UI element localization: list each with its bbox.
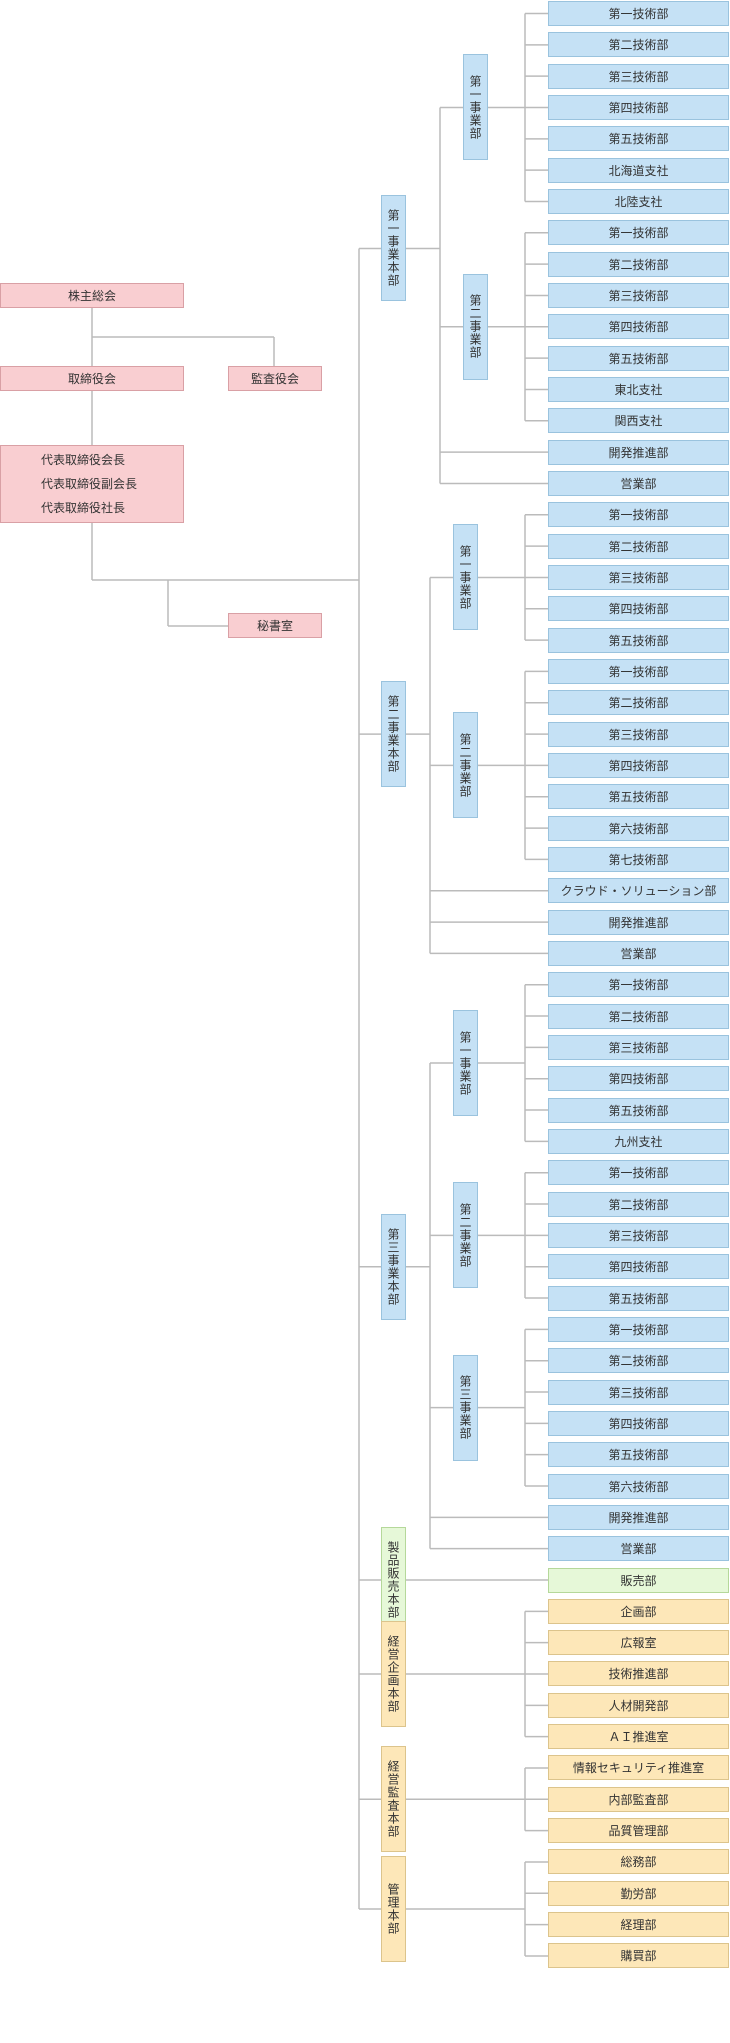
- unit-box: 第五技術部: [548, 1097, 729, 1123]
- unit-box: 開発推進部: [548, 909, 729, 935]
- headquarters-box: 第三事業本部: [381, 1213, 406, 1320]
- unit-box: 第三技術部: [548, 1379, 729, 1405]
- unit-box: 第六技術部: [548, 1473, 729, 1499]
- headquarters-box: 製品販売本部: [381, 1527, 406, 1633]
- unit-box: 第三技術部: [548, 1034, 729, 1060]
- unit-box: 第三技術部: [548, 1222, 729, 1248]
- unit-box: 第五技術部: [548, 784, 729, 810]
- headquarters-box: 経営監査本部: [381, 1746, 406, 1853]
- representatives-box: 代表取締役会長 代表取締役副会長 代表取締役社長: [0, 445, 184, 523]
- unit-box: 第四技術部: [548, 596, 729, 622]
- unit-box: 第一技術部: [548, 502, 729, 528]
- unit-box: 開発推進部: [548, 439, 729, 465]
- unit-box: 広報室: [548, 1630, 729, 1656]
- division-box: 第三事業部: [453, 1354, 478, 1461]
- unit-box: 総務部: [548, 1849, 729, 1875]
- chairman-label: 代表取締役会長: [41, 453, 126, 467]
- unit-box: 第二技術部: [548, 32, 729, 58]
- unit-box: 第二技術部: [548, 1003, 729, 1029]
- division-box: 第二事業部: [453, 712, 478, 819]
- unit-box: 人材開発部: [548, 1692, 729, 1718]
- unit-box: ＡＩ推進室: [548, 1724, 729, 1750]
- headquarters-box: 第二事業本部: [381, 681, 406, 788]
- division-box: 第一事業部: [453, 1010, 478, 1117]
- unit-box: 品質管理部: [548, 1818, 729, 1844]
- unit-box: 販売部: [548, 1567, 729, 1593]
- unit-box: 第二技術部: [548, 251, 729, 277]
- shareholders-box: 株主総会: [0, 283, 184, 308]
- unit-box: 第二技術部: [548, 533, 729, 559]
- unit-box: 第五技術部: [548, 1442, 729, 1468]
- unit-box: 第七技術部: [548, 846, 729, 872]
- unit-box: 第二技術部: [548, 1191, 729, 1217]
- unit-box: 第三技術部: [548, 564, 729, 590]
- unit-box: 第五技術部: [548, 627, 729, 653]
- unit-box: 営業部: [548, 470, 729, 496]
- unit-box: 第三技術部: [548, 63, 729, 89]
- unit-box: 第五技術部: [548, 1285, 729, 1311]
- unit-box: 関西支社: [548, 408, 729, 434]
- unit-box: 第六技術部: [548, 815, 729, 841]
- unit-box: 北海道支社: [548, 157, 729, 183]
- unit-box: 第五技術部: [548, 126, 729, 152]
- unit-box: 第一技術部: [548, 658, 729, 684]
- unit-box: 第一技術部: [548, 220, 729, 246]
- unit-box: 第二技術部: [548, 690, 729, 716]
- unit-box: 第一技術部: [548, 972, 729, 998]
- unit-box: 第四技術部: [548, 1066, 729, 1092]
- secretariat-box: 秘書室: [228, 613, 322, 638]
- unit-box: 情報セキュリティ推進室: [548, 1755, 729, 1781]
- vice-chairman-label: 代表取締役副会長: [41, 477, 138, 491]
- board-box: 取締役会: [0, 366, 184, 391]
- division-box: 第二事業部: [463, 273, 488, 380]
- unit-box: 第三技術部: [548, 721, 729, 747]
- headquarters-box: 管理本部: [381, 1855, 406, 1962]
- president-label: 代表取締役社長: [41, 501, 126, 515]
- unit-box: 東北支社: [548, 376, 729, 402]
- unit-box: 第三技術部: [548, 282, 729, 308]
- headquarters-box: 第一事業本部: [381, 195, 406, 302]
- unit-box: 九州支社: [548, 1128, 729, 1154]
- unit-box: 第四技術部: [548, 1410, 729, 1436]
- headquarters-box: 経営企画本部: [381, 1620, 406, 1727]
- unit-box: 北陸支社: [548, 188, 729, 214]
- unit-box: 第一技術部: [548, 1160, 729, 1186]
- unit-box: 第五技術部: [548, 345, 729, 371]
- unit-box: 技術推進部: [548, 1661, 729, 1687]
- unit-box: 第一技術部: [548, 1316, 729, 1342]
- division-box: 第一事業部: [463, 54, 488, 161]
- unit-box: 第四技術部: [548, 94, 729, 120]
- unit-box: 営業部: [548, 1536, 729, 1562]
- division-box: 第一事業部: [453, 524, 478, 631]
- unit-box: 第四技術部: [548, 1254, 729, 1280]
- division-box: 第二事業部: [453, 1182, 478, 1289]
- unit-box: 開発推進部: [548, 1504, 729, 1530]
- unit-box: 企画部: [548, 1598, 729, 1624]
- unit-box: 経理部: [548, 1912, 729, 1938]
- auditors-box: 監査役会: [228, 366, 322, 391]
- unit-box: 第四技術部: [548, 752, 729, 778]
- unit-box: 内部監査部: [548, 1786, 729, 1812]
- unit-box: クラウド・ソリューション部: [548, 878, 729, 904]
- unit-box: 第二技術部: [548, 1348, 729, 1374]
- unit-box: 勤労部: [548, 1880, 729, 1906]
- unit-box: 第四技術部: [548, 314, 729, 340]
- unit-box: 購買部: [548, 1943, 729, 1969]
- unit-box: 営業部: [548, 940, 729, 966]
- unit-box: 第一技術部: [548, 1, 729, 26]
